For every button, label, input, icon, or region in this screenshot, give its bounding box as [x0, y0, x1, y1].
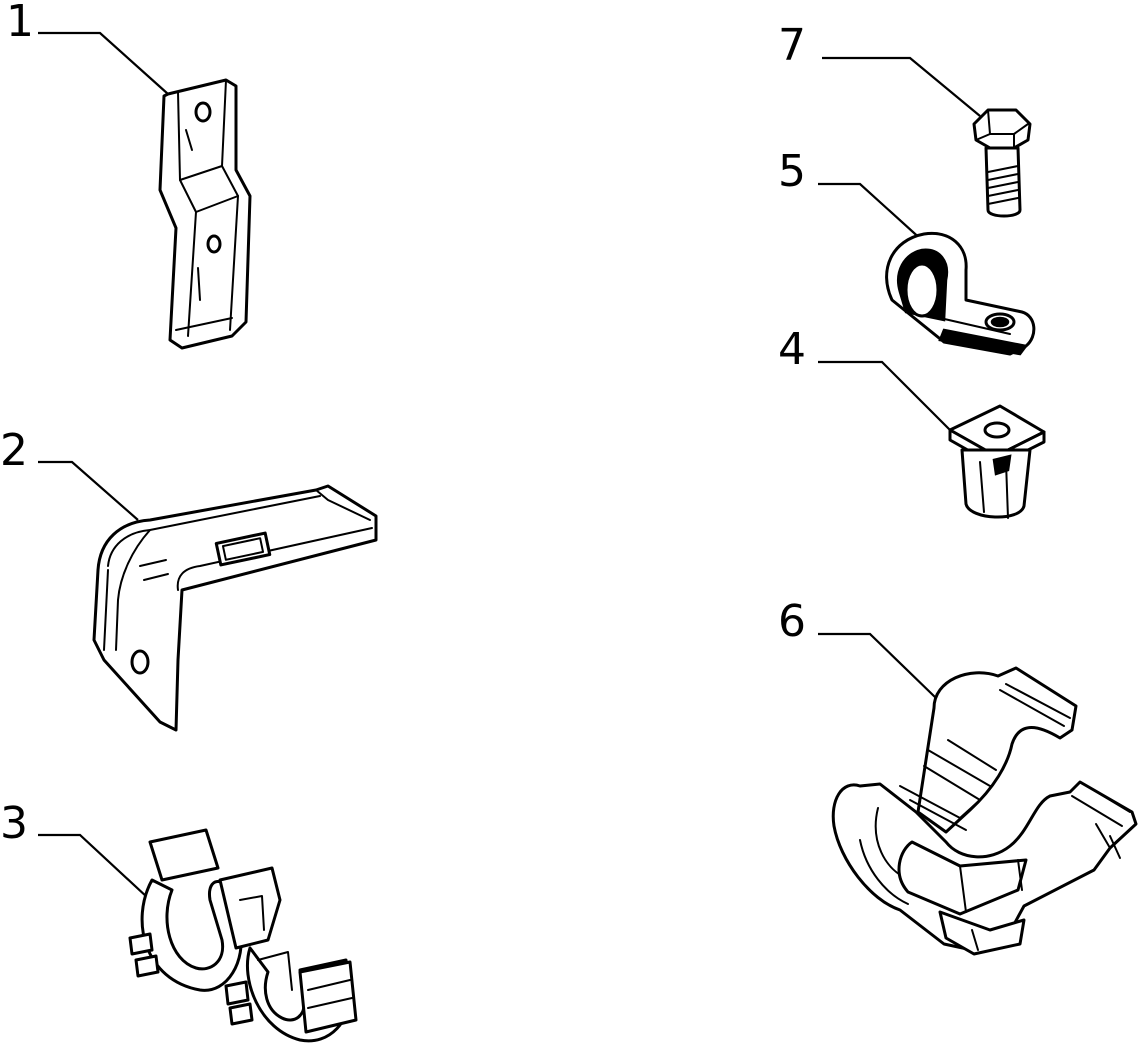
part-3: 3 [0, 798, 358, 1043]
part-7: 7 [778, 20, 1032, 218]
part-1-leader-line [38, 31, 169, 95]
part-4-label: 4 [778, 324, 806, 375]
part-5: 5 [778, 146, 1036, 356]
part-5-leader-line [818, 182, 925, 243]
part-6-clip-drawing [831, 666, 1138, 956]
part-2: 2 [0, 425, 378, 732]
part-4-leader-line [818, 360, 951, 431]
part-1-label: 1 [6, 0, 34, 47]
part-4: 4 [778, 324, 1046, 519]
part-7-leader-line [822, 56, 981, 117]
part-6-label: 6 [778, 596, 806, 647]
part-6-leader-line [818, 632, 937, 699]
part-3-label: 3 [0, 798, 28, 849]
part-7-bolt-drawing [972, 108, 1032, 218]
part-3-leader-line [38, 833, 149, 899]
part-1-bracket-drawing [158, 78, 252, 350]
part-7-label: 7 [778, 20, 806, 71]
part-2-label: 2 [0, 425, 28, 476]
part-6: 6 [778, 596, 1138, 956]
part-3-clip-drawing [128, 828, 358, 1043]
part-4-grommet-drawing [948, 404, 1046, 519]
part-1: 1 [6, 0, 252, 350]
part-5-label: 5 [778, 146, 806, 197]
part-2-bracket-drawing [92, 484, 378, 732]
part-2-leader-line [38, 460, 139, 521]
part-5-clamp-drawing [885, 231, 1036, 356]
